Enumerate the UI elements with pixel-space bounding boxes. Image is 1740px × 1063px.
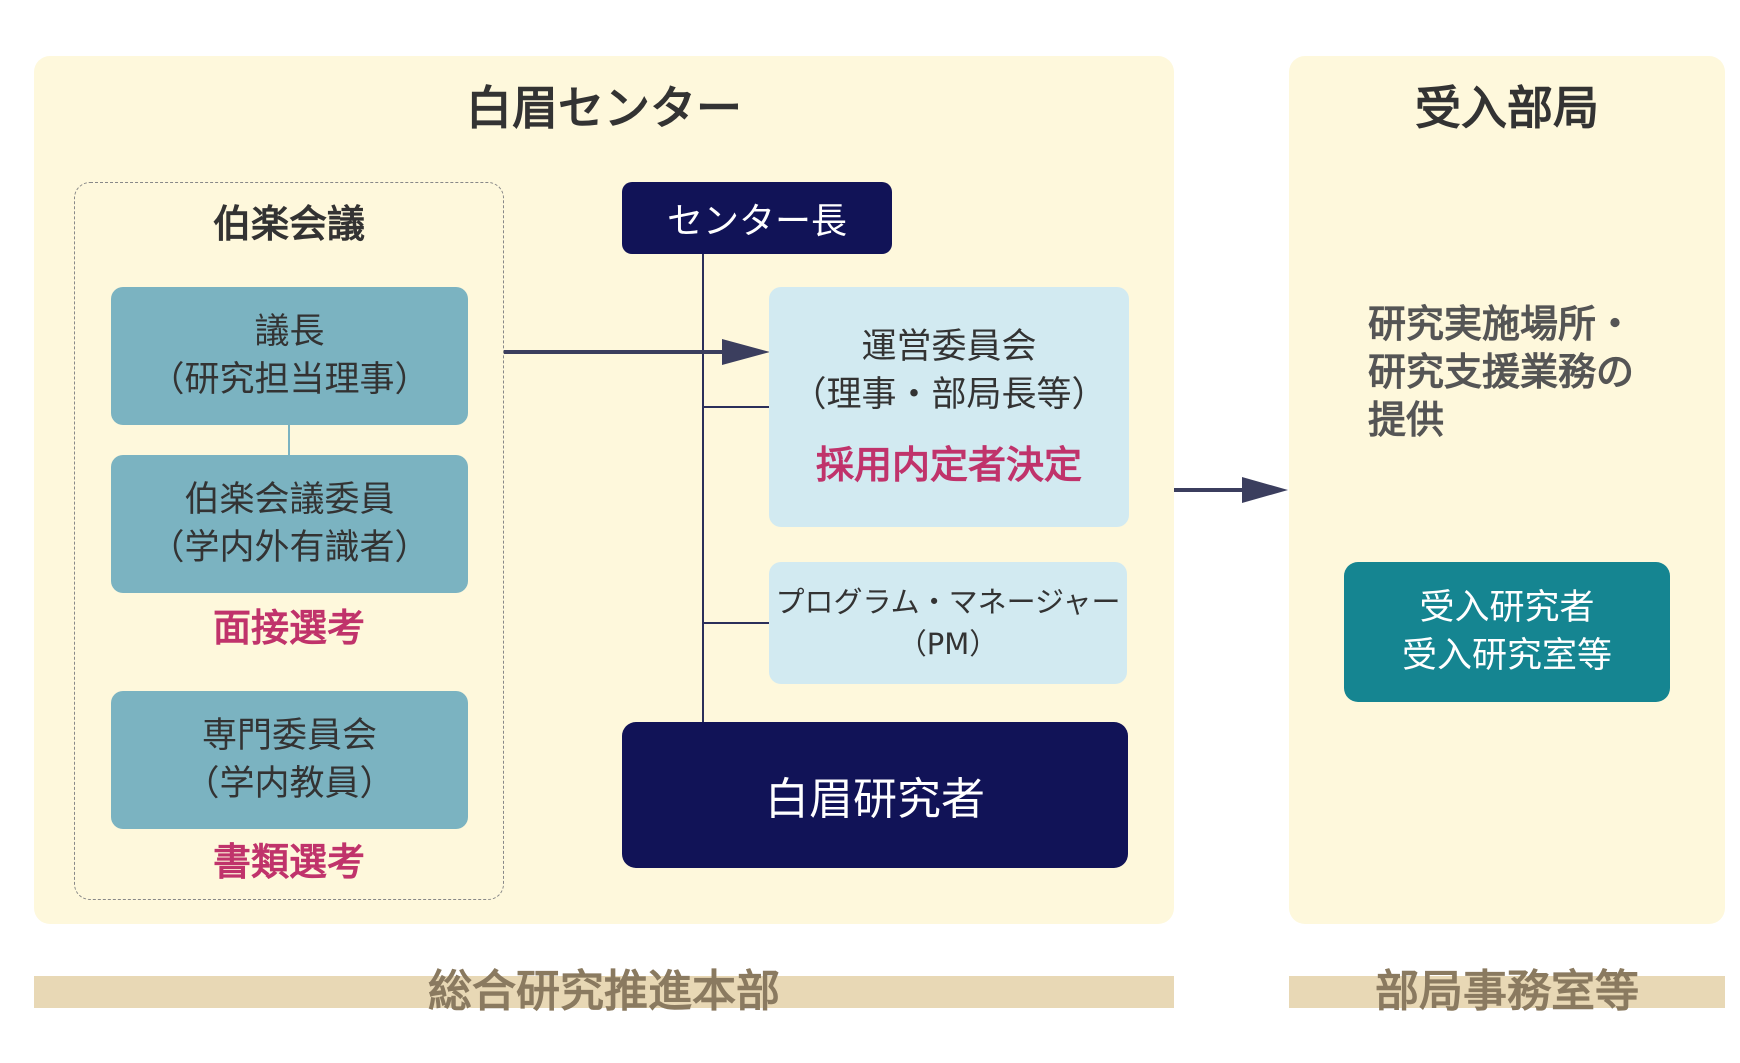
chair-to-steering-arrow xyxy=(504,339,770,365)
host-department-title: 受入部局 xyxy=(1415,81,1599,135)
steering-committee-label: 運営委員会 xyxy=(861,327,1037,367)
expert-committee-role: （学内教員） xyxy=(184,764,395,804)
host-researcher-box: 受入研究者 受入研究室等 xyxy=(1344,562,1670,702)
program-manager-label: プログラム・マネージャー xyxy=(775,585,1121,619)
members-role: （学内外有識者） xyxy=(149,528,430,568)
left-footer-bar xyxy=(34,976,1174,1008)
description-line-2: 研究支援業務の xyxy=(1368,350,1635,394)
hiring-decision-label: 採用内定者決定 xyxy=(815,443,1082,487)
hakubi-researcher-label: 白眉研究者 xyxy=(765,774,985,825)
research-promotion-label: 総合研究推進本部 xyxy=(428,966,780,1017)
chair-role: （研究担当理事） xyxy=(149,360,430,400)
host-department-panel xyxy=(1289,56,1725,924)
department-office-label: 部局事務室等 xyxy=(1375,966,1639,1017)
steering-committee-members: （理事・部局長等） xyxy=(791,375,1107,415)
description-line-3: 提供 xyxy=(1368,398,1445,442)
expert-committee-box: 専門委員会 （学内教員） xyxy=(111,691,468,829)
director-vertical-line xyxy=(702,254,704,722)
hakubi-center-title: 白眉センター xyxy=(466,81,742,135)
members-box: 伯楽会議委員 （学内外有識者） xyxy=(111,455,468,593)
members-label: 伯楽会議委員 xyxy=(184,480,395,520)
host-lab-label: 受入研究室等 xyxy=(1401,636,1612,676)
hakuraku-council-title: 伯楽会議 xyxy=(212,202,365,246)
chair-members-connector xyxy=(288,425,290,455)
steering-branch-line xyxy=(702,406,769,408)
center-director-box: センター長 xyxy=(622,182,892,254)
chair-label: 議長 xyxy=(254,312,325,352)
document-screening-label: 書類選考 xyxy=(212,840,365,884)
steering-committee-box: 運営委員会 （理事・部局長等） 採用内定者決定 xyxy=(769,287,1129,527)
hakuraku-council-frame xyxy=(74,182,504,900)
program-manager-box: プログラム・マネージャー （PM） xyxy=(769,562,1127,684)
chair-box: 議長 （研究担当理事） xyxy=(111,287,468,425)
expert-committee-label: 専門委員会 xyxy=(201,716,377,756)
interview-selection-label: 面接選考 xyxy=(212,606,365,650)
program-manager-abbr: （PM） xyxy=(897,627,999,661)
hakubi-researcher-box: 白眉研究者 xyxy=(622,722,1128,868)
host-researcher-label: 受入研究者 xyxy=(1419,588,1595,628)
pm-branch-line xyxy=(702,622,769,624)
center-director-label: センター長 xyxy=(666,201,847,242)
right-footer-bar xyxy=(1289,976,1725,1008)
center-to-department-arrow xyxy=(1174,477,1288,503)
host-department-description: 研究実施場所・ 研究支援業務の 提供 xyxy=(1368,300,1698,444)
description-line-1: 研究実施場所・ xyxy=(1368,302,1635,346)
